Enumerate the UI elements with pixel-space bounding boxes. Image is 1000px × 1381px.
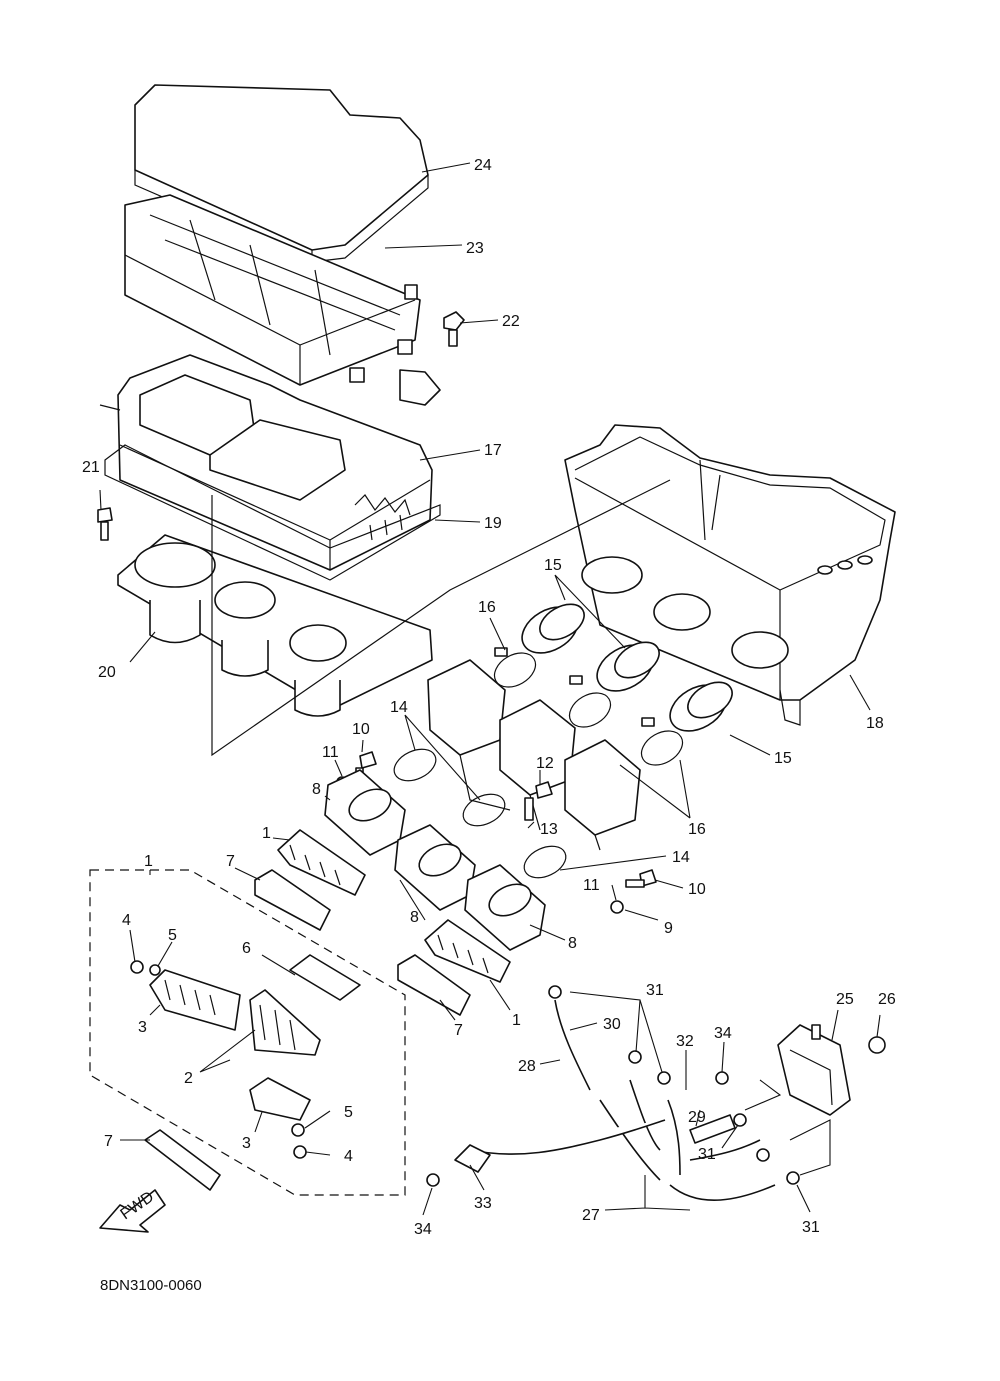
callout-11-top: 11 bbox=[322, 744, 339, 761]
callout-19: 19 bbox=[484, 515, 502, 532]
callout-17: 17 bbox=[484, 442, 502, 459]
callout-12: 12 bbox=[536, 755, 554, 772]
hose-clamps-16 bbox=[493, 647, 684, 766]
intake-boots-15 bbox=[521, 603, 733, 732]
callout-15-top: 15 bbox=[544, 557, 562, 574]
callout-10-top: 10 bbox=[352, 721, 370, 738]
callout-6: 6 bbox=[242, 940, 251, 957]
callout-31-top: 31 bbox=[646, 982, 664, 999]
callout-4-bottom: 4 bbox=[344, 1148, 353, 1165]
diagram-code: 8DN3100-0060 bbox=[100, 1277, 202, 1294]
callout-labels: 24 23 22 21 17 19 20 15 16 18 15 14 10 1… bbox=[82, 157, 896, 1238]
fuel-hoses bbox=[454, 999, 776, 1202]
callout-3-bottom: 3 bbox=[242, 1135, 251, 1152]
callout-21: 21 bbox=[82, 459, 100, 476]
callout-14-top: 14 bbox=[390, 699, 408, 716]
callout-26: 26 bbox=[878, 991, 896, 1008]
callout-4-top: 4 bbox=[122, 912, 131, 929]
bolt-22 bbox=[443, 311, 465, 347]
callout-7-left: 7 bbox=[104, 1133, 113, 1150]
callout-18: 18 bbox=[866, 715, 884, 732]
callout-10-bottom: 10 bbox=[688, 881, 706, 898]
callout-2: 2 bbox=[184, 1070, 193, 1087]
fuel-pump-25 bbox=[777, 1024, 886, 1116]
callout-27: 27 bbox=[582, 1207, 600, 1224]
callout-34-top: 34 bbox=[714, 1025, 732, 1042]
air-box-upper-case bbox=[99, 354, 441, 571]
callout-3-top: 3 bbox=[138, 1019, 147, 1036]
callout-7-bottom: 7 bbox=[454, 1022, 463, 1039]
hose-clips bbox=[426, 985, 800, 1187]
callout-16-bottom: 16 bbox=[688, 821, 706, 838]
carb-group-outline bbox=[211, 479, 671, 757]
callout-31-bottom: 31 bbox=[802, 1219, 820, 1236]
callout-32: 32 bbox=[676, 1033, 694, 1050]
lower-air-box bbox=[564, 424, 896, 726]
reed-valves-1 bbox=[254, 829, 511, 1016]
callout-31-mid: 31 bbox=[698, 1146, 716, 1163]
forward-direction-arrow: FWD bbox=[99, 1188, 166, 1233]
callout-22: 22 bbox=[502, 313, 520, 330]
callout-33: 33 bbox=[474, 1195, 492, 1212]
callout-29: 29 bbox=[688, 1109, 706, 1126]
callout-25: 25 bbox=[836, 991, 854, 1008]
callout-14-bottom: 14 bbox=[672, 849, 690, 866]
callout-7-top: 7 bbox=[226, 853, 235, 870]
callout-16-top: 16 bbox=[478, 599, 496, 616]
callout-1-bottom: 1 bbox=[512, 1012, 521, 1029]
callout-11-bottom: 11 bbox=[583, 877, 600, 894]
callout-8-mid: 8 bbox=[410, 909, 419, 926]
filter-element-frame bbox=[124, 194, 421, 386]
leader-lines bbox=[99, 162, 881, 1216]
callout-28: 28 bbox=[518, 1058, 536, 1075]
callout-34-bottom: 34 bbox=[414, 1221, 432, 1238]
callout-5-bottom: 5 bbox=[344, 1104, 353, 1121]
callout-30: 30 bbox=[603, 1016, 621, 1033]
callout-15-right: 15 bbox=[774, 750, 792, 767]
screw-21 bbox=[97, 507, 113, 541]
callout-20: 20 bbox=[98, 664, 116, 681]
callout-1-group: 1 bbox=[144, 853, 153, 870]
reed-valve-group-box bbox=[89, 869, 406, 1196]
callout-8-top: 8 bbox=[312, 781, 321, 798]
callout-8-bottom: 8 bbox=[568, 935, 577, 952]
air-box-lower-plate bbox=[117, 534, 433, 717]
reed-valve-exploded-parts bbox=[130, 954, 361, 1191]
air-filter-cover bbox=[134, 84, 429, 263]
callout-24: 24 bbox=[474, 157, 492, 174]
carburetor-assembly bbox=[427, 659, 641, 851]
callout-9: 9 bbox=[664, 920, 673, 937]
intake-manifolds-8 bbox=[324, 769, 546, 951]
callout-1-top: 1 bbox=[262, 825, 271, 842]
callout-5-top: 5 bbox=[168, 927, 177, 944]
air-box-gasket bbox=[104, 444, 441, 581]
callout-23: 23 bbox=[466, 240, 484, 257]
callout-13: 13 bbox=[540, 821, 558, 838]
